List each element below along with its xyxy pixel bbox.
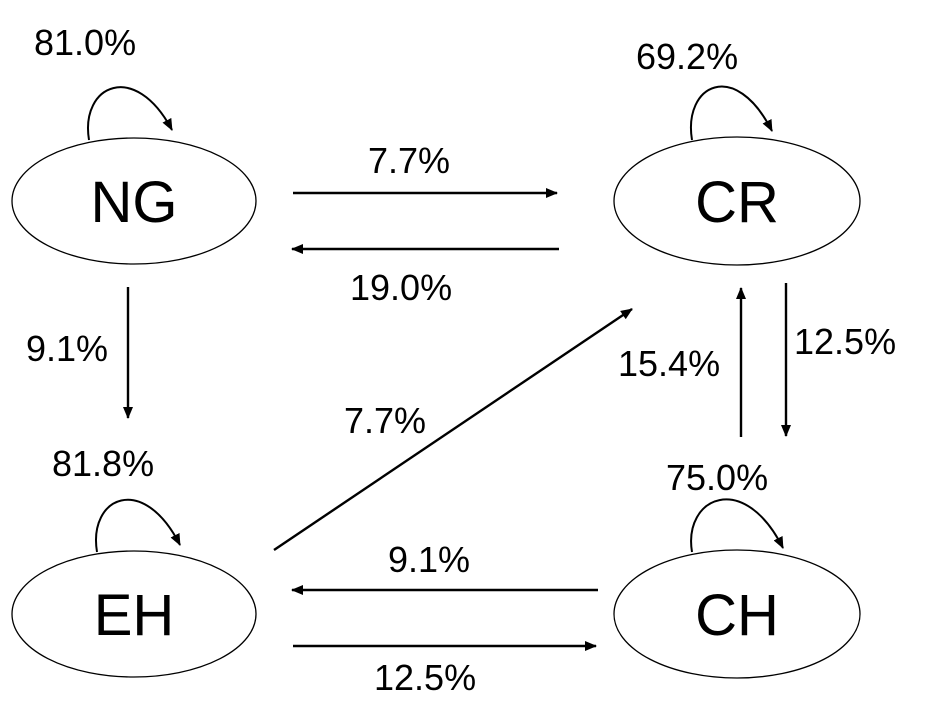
self-loop-eh-label: 81.8% [52,443,154,484]
edge-ch-to-cr-label: 15.4% [618,343,720,384]
node-ch-label: CH [695,583,779,648]
node-cr: CR [613,136,861,266]
edge-cr-to-ng-label: 19.0% [350,267,452,308]
self-loop-cr-arrow [689,85,773,141]
self-loop-cr-label: 69.2% [636,36,738,77]
edge-ng-to-cr-label: 7.7% [368,140,450,181]
self-loop-ng-label: 81.0% [34,22,136,63]
node-ng-shape [11,137,257,265]
edge-eh-to-ch-label: 12.5% [374,657,476,698]
node-eh-shape [11,550,257,678]
node-ng-label: NG [91,170,178,235]
edge-eh-to-cr-label: 7.7% [344,400,426,441]
edge-ng-to-eh-label: 9.1% [26,328,108,369]
edge-eh-to-cr-arrow [273,308,633,551]
node-ng: NG [11,137,257,265]
edge-ch-to-eh-label: 9.1% [388,539,470,580]
self-loop-ch-label: 75.0% [666,457,768,498]
edge-cr-to-ch-label: 12.5% [794,321,896,362]
node-eh-label: EH [94,583,175,648]
node-ch-shape [613,549,861,679]
node-cr-label: CR [695,170,779,235]
self-loop-ng-arrow [87,86,173,141]
node-ch: CH [613,549,861,679]
self-loop-eh-arrow [95,498,181,553]
node-cr-shape [613,136,861,266]
node-eh: EH [11,550,257,678]
self-loop-ch-arrow [690,498,784,553]
